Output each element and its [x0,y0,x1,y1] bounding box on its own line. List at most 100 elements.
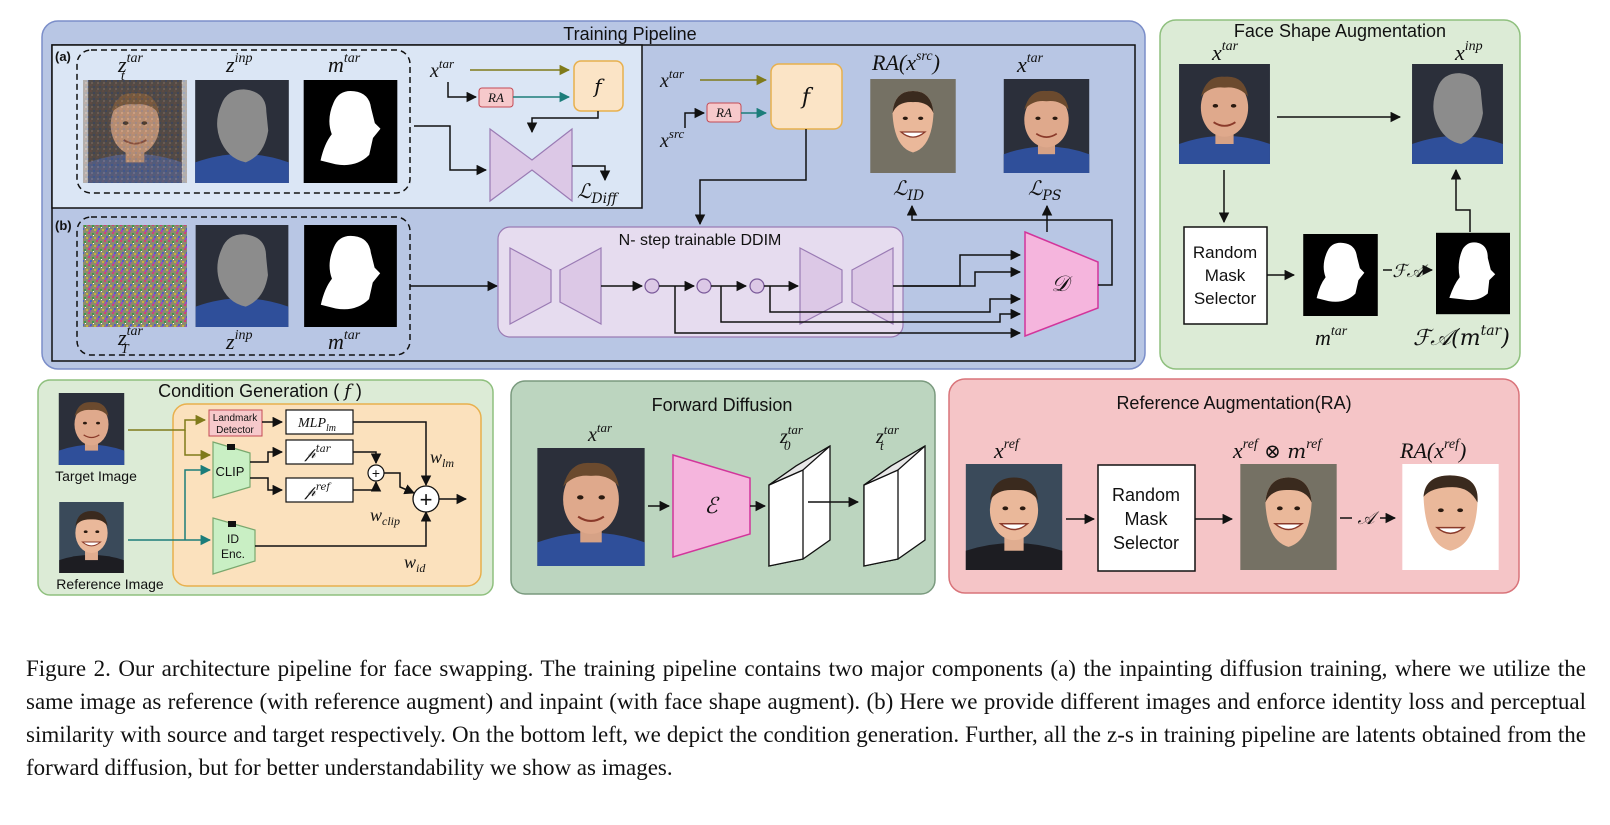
x-tar-label-a: xtar [429,56,455,82]
fsa-random-mask-selector [1183,226,1268,325]
ddim-step-node-1 [644,278,660,294]
clip-label: CLIP [216,464,245,479]
cond-reference-image-label: Reference Image [56,576,164,592]
ra-masked-face-image [1239,464,1338,570]
loss-diff-label: ℒDiff [577,179,619,207]
target-mask-image-b [304,225,397,327]
ra-random-mask-selector [1097,464,1196,572]
x-tar-label-b: xtar [659,66,685,92]
fsa-selector-line2: Mask [1205,266,1246,285]
subpanel-b-tag: (b) [55,218,72,233]
w-lm-label: wlm [430,447,454,470]
fd-x-tar-label: xtar [587,420,613,446]
ra-box-a-label: RA [487,90,504,105]
target-image-b [1002,79,1091,173]
condition-generation-panel: Condition Generation ( f ) Target Image … [37,379,494,596]
fsa-mask-image [1303,234,1378,316]
ddim-step-node-3 [749,278,765,294]
clip-encoder [212,441,251,499]
z-inp-label-b: zinp [225,328,252,354]
landmark-label-1: Landmark [213,413,258,424]
m-tar-label: mtar [328,51,361,77]
ddim-unet-2 [799,246,894,326]
ra-xsrc-label: RA(xsrc) [871,49,940,75]
ddim-unet-1 [509,246,602,326]
w-clip-label: wclip [370,505,400,528]
ra-selector-line1: Random [1112,485,1180,505]
landmark-label-2: Detector [216,425,254,436]
ra-reference-image [965,464,1063,570]
p-tar-label: 𝓅tar [304,444,332,462]
fsa-selector-line1: Random [1193,243,1257,262]
fsa-m-tar-label: mtar [1315,324,1348,350]
fsa-augmented-mask-image [1436,232,1510,315]
fsa-fa-label: ℱ𝒜 [1392,261,1428,282]
reference-augmentation-panel: Reference Augmentation(RA) xref Random M… [948,378,1520,594]
cond-target-image-label: Target Image [55,468,137,484]
fsa-inpaint-image [1412,64,1503,164]
w-id-label: wid [404,552,426,575]
masked-input-image-b [195,225,289,327]
x-src-label: xsrc [659,126,685,152]
noisy-target-image [83,80,187,183]
landmark-detector-box [208,409,263,437]
decoder-block [1024,230,1099,338]
mlp-box [285,409,354,435]
ra-x-ref-label: xref [993,437,1021,463]
condition-title: Condition Generation ( f ) [158,381,362,402]
x-tar-label-top: xtar [1016,51,1044,77]
fsa-x-tar-label: xtar [1211,39,1239,65]
fsa-fa-m-label: ℱ𝒜(mtar) [1413,323,1510,351]
latent-zt-slab [863,444,926,567]
figure-caption: Figure 2. Our architecture pipeline for … [26,656,1586,780]
clip-lock-icon [227,444,235,450]
sum-node-main-label: + [420,487,433,512]
fsa-target-image [1177,64,1272,164]
encoder-label: ℰ [704,494,720,519]
id-encoder [212,517,256,575]
ra-selector-line3: Selector [1113,533,1179,553]
ra-box-b-label: RA [715,105,732,120]
training-pipeline-title: Training Pipeline [563,24,696,44]
target-mask-image [303,80,398,183]
pure-noise-image [83,225,187,327]
reference-augmentation-title: Reference Augmentation(RA) [1116,393,1351,413]
forward-diffusion-title: Forward Diffusion [652,395,793,415]
ddim-step-node-2 [696,278,712,294]
loss-ps-label: ℒPS [1028,176,1061,204]
mlp-label: MLPlm [297,416,336,434]
subpanel-a-tag: (a) [55,49,71,64]
cond-target-image [58,393,125,465]
loss-id-label: ℒID [893,176,924,204]
ra-a-label: 𝒜 [1357,508,1379,529]
latent-z0-slab [768,444,831,567]
ddim-label: N- step trainable DDIM [619,232,782,249]
ra-warped-face-image [1401,464,1500,570]
id-enc-label-1: ID [227,532,239,546]
decoder-label: 𝒟 [1051,272,1073,297]
sum-node-small-label: + [372,465,380,481]
ra-result-label: RA(xref) [1399,437,1466,463]
z-inp-label: zinp [225,51,252,77]
unet-a [489,127,573,203]
p-ref-label: 𝓅ref [304,482,332,500]
id-enc-label-2: Enc. [221,547,245,561]
id-lock-icon [228,521,236,527]
augmented-source-image [869,79,957,173]
fd-target-image [536,448,646,566]
fsa-x-inp-label: xinp [1454,39,1483,65]
masked-input-image [195,80,289,183]
fsa-selector-line3: Selector [1194,289,1257,308]
cond-reference-image [58,502,125,573]
face-shape-title: Face Shape Augmentation [1234,21,1446,41]
face-shape-augmentation-panel: Face Shape Augmentation xtar xinp Random… [1159,19,1521,370]
m-tar-label-b: mtar [328,328,361,354]
